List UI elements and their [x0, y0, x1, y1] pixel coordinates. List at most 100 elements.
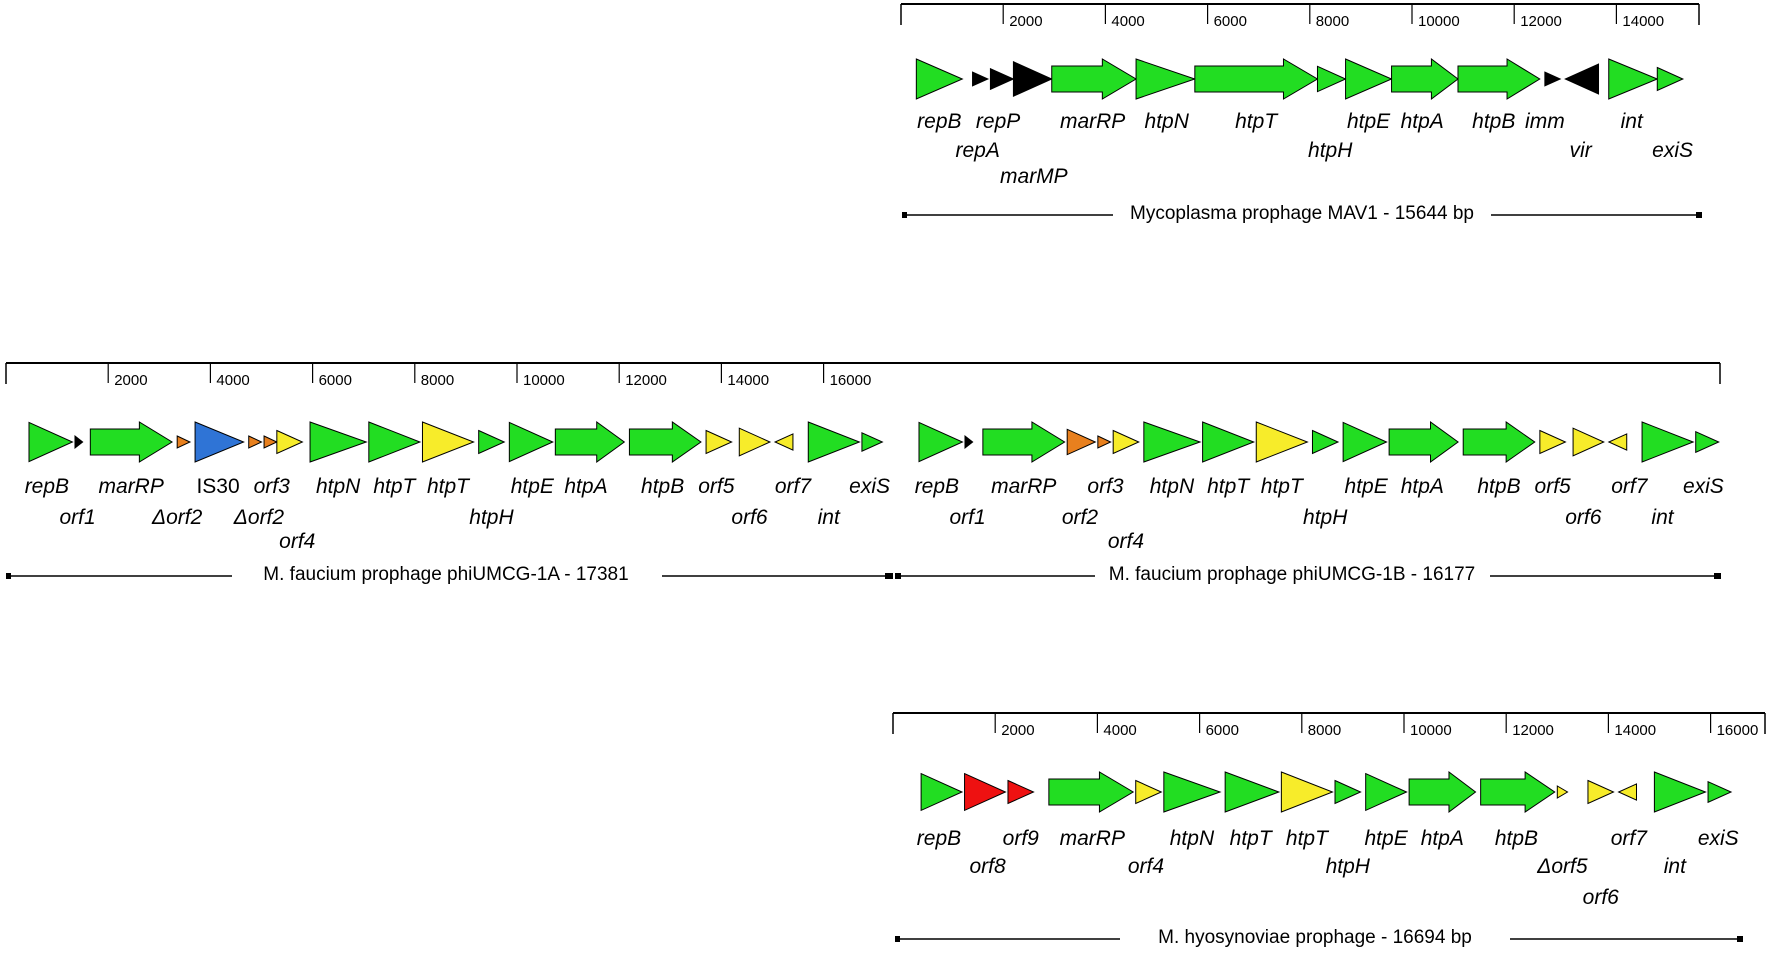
- scale-tick-label: 14000: [727, 372, 769, 389]
- gene-arrow-htpB: [1480, 771, 1556, 813]
- gene-label: htpA: [564, 475, 607, 498]
- gene-label: marRP: [99, 475, 164, 498]
- gene-label: marMP: [1000, 165, 1068, 188]
- gene-arrow-htpA: [1408, 770, 1477, 814]
- gene-label: marRP: [991, 475, 1056, 498]
- gene-arrow-htpA: [554, 421, 626, 463]
- gene-label: repP: [976, 110, 1020, 133]
- gene-label: htpT: [373, 475, 417, 498]
- gene-track-phiUMCG-1A: [28, 421, 884, 463]
- gene-label: int: [1664, 855, 1687, 878]
- scale-tick-label: 14000: [1614, 722, 1656, 739]
- gene-label: htpA: [1401, 475, 1444, 498]
- gene-arrow-exiS: [861, 432, 884, 452]
- gene-arrow-repB: [918, 421, 964, 463]
- gene-arrow-orf5: [1556, 785, 1569, 799]
- gene-arrow-htpN: [309, 421, 368, 463]
- gene-label: orf7: [1611, 827, 1649, 850]
- gene-label: exiS: [849, 475, 890, 498]
- gene-label: htpE: [1365, 827, 1409, 850]
- gene-label: orf6: [1583, 886, 1620, 909]
- gene-arrow-marRP: [982, 421, 1066, 463]
- gene-arrow-orf7: [773, 433, 794, 451]
- gene-arrow-exiS: [1695, 430, 1720, 454]
- gene-arrow-repB: [28, 421, 74, 463]
- gene-arrow-repB: [920, 772, 964, 812]
- gene-label: exiS: [1652, 139, 1693, 162]
- gene-label: orf1: [59, 506, 95, 529]
- gene-arrow-htpT: [1280, 771, 1334, 813]
- gene-label: repB: [917, 110, 961, 133]
- gene-arrow-orf6: [1572, 427, 1605, 457]
- scale-tick-label: 12000: [1512, 722, 1554, 739]
- gene-label: int: [1651, 506, 1674, 529]
- gene-label: orf4: [279, 530, 315, 553]
- gene-arrow-orf2: [1066, 428, 1097, 456]
- gene-arrow-htpA: [1388, 421, 1459, 463]
- gene-label: orf7: [1611, 475, 1649, 498]
- gene-arrow-orf2: [176, 435, 192, 449]
- gene-arrow-orf5: [1539, 429, 1567, 455]
- scale-tick-label: 2000: [1001, 722, 1034, 739]
- gene-arrow-int: [807, 421, 861, 463]
- gene-label: htpE: [511, 475, 555, 498]
- gene-arrow-orf4: [1112, 429, 1140, 455]
- gene-arrow-htpB: [628, 421, 702, 463]
- gene-arrow-htpN: [1143, 421, 1202, 463]
- gene-label: htpN: [1170, 827, 1215, 850]
- gene-track-hyosynoviae: [920, 770, 1733, 814]
- gene-label: htpE: [1345, 475, 1389, 498]
- gene-arrow-orf6: [738, 427, 772, 457]
- gene-label: exiS: [1683, 475, 1724, 498]
- gene-label: marRP: [1060, 110, 1125, 133]
- gene-label: marRP: [1060, 827, 1125, 850]
- gene-label: Δorf5: [1536, 855, 1588, 878]
- gene-arrow-orf5: [705, 429, 733, 455]
- gene-label: htpB: [1495, 827, 1538, 850]
- gene-label: htpB: [1472, 110, 1515, 133]
- gene-label: repB: [915, 475, 959, 498]
- gene-arrow-htpE: [1345, 58, 1393, 100]
- length-bar-phiUMCG-1B: M. faucium prophage phiUMCG-1B - 16177: [895, 564, 1721, 585]
- gene-label: orf4: [1108, 530, 1144, 553]
- scale-tick-label: 6000: [1206, 722, 1239, 739]
- gene-label: exiS: [1698, 827, 1739, 850]
- track-title-hyosynoviae: M. hyosynoviae prophage - 16694 bp: [1158, 927, 1472, 948]
- scale-tick-label: 10000: [523, 372, 565, 389]
- scale-tick-label: 10000: [1410, 722, 1452, 739]
- gene-arrow-orf4: [276, 429, 304, 455]
- gene-arrow-htpB: [1457, 58, 1541, 100]
- gene-arrow-int: [1608, 58, 1659, 100]
- gene-arrow-orf8: [964, 772, 1007, 812]
- track-title-mav1: Mycoplasma prophage MAV1 - 15644 bp: [1130, 203, 1474, 224]
- gene-label: htpH: [1308, 139, 1353, 162]
- gene-arrow-orf1: [74, 434, 84, 450]
- gene-label: htpT: [427, 475, 471, 498]
- gene-arrow-orf2: [248, 435, 263, 449]
- gene-arrow-imm: [1544, 71, 1562, 87]
- scale-tick-label: 8000: [1308, 722, 1341, 739]
- scale-tick-label: 4000: [216, 372, 249, 389]
- gene-arrow-htpH: [1334, 779, 1362, 805]
- scale-tick-label: 4000: [1111, 13, 1144, 30]
- gene-label: imm: [1525, 110, 1565, 133]
- gene-arrow-htpT: [1224, 771, 1281, 813]
- length-bar-mav1: Mycoplasma prophage MAV1 - 15644 bp: [902, 203, 1702, 224]
- gene-label: htpA: [1401, 110, 1444, 133]
- gene-label: htpN: [1145, 110, 1190, 133]
- gene-arrow-orf7: [1617, 783, 1638, 801]
- gene-label: repB: [917, 827, 961, 850]
- gene-label: orf5: [1535, 475, 1572, 498]
- gene-arrow-vir: [1564, 63, 1600, 95]
- scale-tick-label: 6000: [319, 372, 352, 389]
- gene-arrow-marRP: [1048, 771, 1135, 813]
- scale-tick-label: 16000: [1717, 722, 1759, 739]
- gene-arrow-marRP: [89, 421, 174, 463]
- gene-label: orf6: [731, 506, 768, 529]
